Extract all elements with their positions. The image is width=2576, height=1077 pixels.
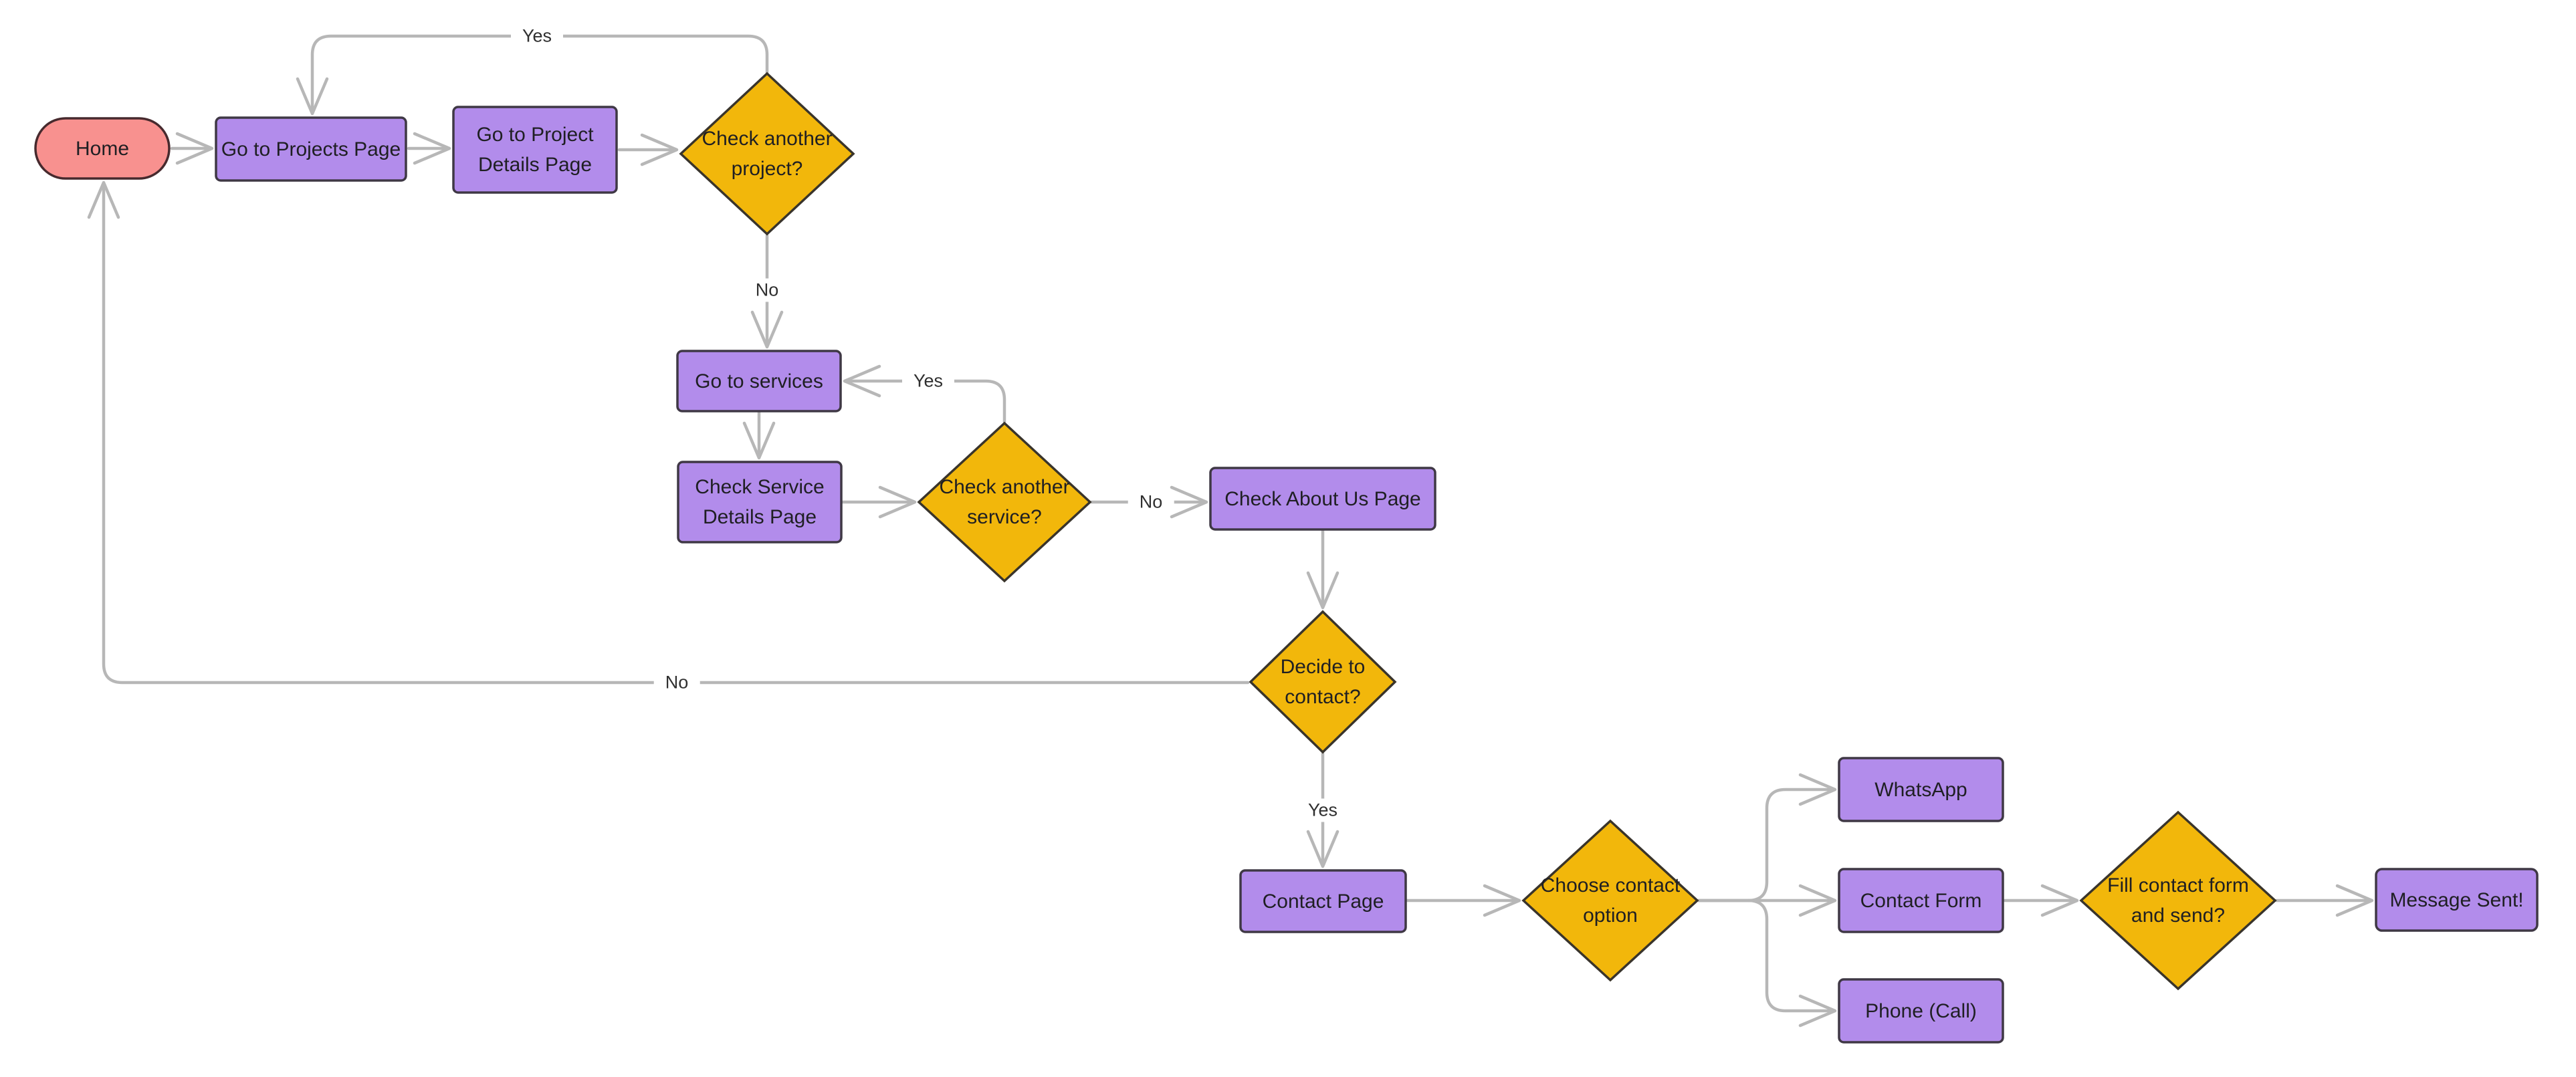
- node-message-sent: Message Sent!: [2376, 869, 2537, 931]
- shape-message-sent: [2375, 868, 2539, 932]
- node-phone-call: Phone (Call): [1839, 979, 2003, 1042]
- shape-go-services: [676, 350, 842, 412]
- shape-phone-call: [1838, 978, 2004, 1044]
- node-contact-page: Contact Page: [1241, 870, 1406, 932]
- node-check-service-details-label: Check Service Details Page: [695, 476, 825, 528]
- node-choose-contact: Choose contact option: [1523, 821, 1697, 980]
- edge-label-service-no: No: [1128, 490, 1174, 514]
- shape-fill-contact-form: [2079, 810, 2277, 991]
- node-check-about-us: Check About Us Page: [1210, 468, 1435, 529]
- shape-check-another-project: [679, 72, 855, 236]
- shape-decide-contact: [1249, 610, 1397, 754]
- node-phone-call-label: Phone (Call): [1865, 999, 1977, 1022]
- shape-check-service-details: [677, 461, 843, 544]
- shape-go-projects: [215, 116, 407, 182]
- node-go-services: Go to services: [677, 351, 841, 411]
- shape-contact-page: [1239, 869, 1407, 933]
- node-check-another-project-label: Check another project?: [702, 128, 833, 180]
- node-go-projects-label: Go to Projects Page: [221, 138, 401, 160]
- node-choose-contact-label: Choose contact option: [1540, 874, 1681, 927]
- node-go-project-details: Go to Project Details Page: [453, 107, 617, 193]
- node-decide-contact-label: Decide to contact?: [1280, 656, 1366, 708]
- node-message-sent-label: Message Sent!: [2389, 888, 2524, 911]
- shape-check-about-us: [1209, 467, 1436, 531]
- shape-check-another-service: [917, 421, 1092, 583]
- node-go-services-label: Go to services: [695, 370, 823, 392]
- node-go-project-details-label: Go to Project Details Page: [476, 124, 594, 176]
- shape-choose-contact: [1521, 819, 1699, 982]
- edge-choose-contact-to-whatsapp: [1697, 773, 1837, 903]
- node-check-another-service-label: Check another service?: [939, 476, 1070, 528]
- edge-label-project-yes: Yes: [510, 24, 564, 48]
- edge-choose-contact-to-phone: [1697, 899, 1837, 1028]
- node-check-another-project: Check another project?: [681, 74, 853, 234]
- edge-decide-contact-no-to-home: [87, 181, 1250, 685]
- node-contact-page-label: Contact Page: [1262, 890, 1384, 913]
- node-contact-form-label: Contact Form: [1860, 889, 1982, 912]
- shape-contact-form: [1838, 868, 2004, 933]
- edge-check-service-yes-loop: [843, 364, 1006, 424]
- node-check-about-us-label: Check About Us Page: [1224, 487, 1421, 510]
- shape-whatsapp: [1838, 757, 2004, 822]
- node-whatsapp: WhatsApp: [1839, 758, 2003, 821]
- edge-label-service-yes: Yes: [901, 369, 955, 393]
- edge-label-contact-yes: Yes: [1296, 798, 1350, 822]
- node-go-projects: Go to Projects Page: [216, 118, 406, 181]
- shape-home: [34, 117, 171, 180]
- edge-label-project-no: No: [744, 278, 790, 302]
- node-check-another-service: Check another service?: [919, 423, 1090, 581]
- node-check-service-details: Check Service Details Page: [678, 462, 841, 542]
- node-fill-contact-form: Fill contact form and send?: [2081, 812, 2275, 989]
- node-home-label: Home: [75, 137, 130, 160]
- shape-go-project-details: [452, 106, 618, 194]
- node-whatsapp-label: WhatsApp: [1874, 778, 1967, 801]
- node-fill-contact-form-label: Fill contact form and send?: [2107, 874, 2249, 927]
- node-decide-contact: Decide to contact?: [1251, 612, 1395, 752]
- node-home: Home: [35, 118, 169, 178]
- node-contact-form: Contact Form: [1839, 869, 2003, 932]
- edge-label-contact-no: No: [653, 671, 700, 695]
